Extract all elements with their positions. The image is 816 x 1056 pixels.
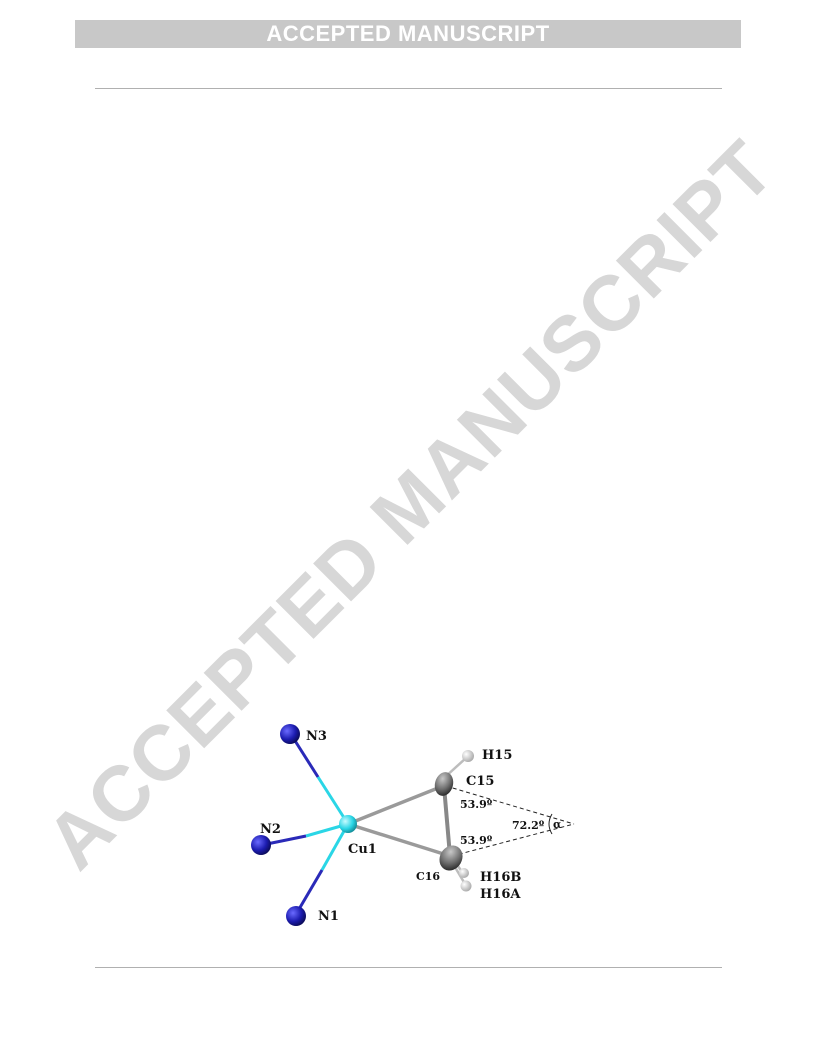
cu1-label: Cu1 xyxy=(348,842,377,857)
n2-atom xyxy=(251,835,271,855)
c15-label: C15 xyxy=(466,774,494,789)
n1-label: N1 xyxy=(318,909,339,924)
c15-c16-bond xyxy=(442,785,452,857)
footer-rule xyxy=(95,967,722,968)
dashed-line-bottom xyxy=(451,823,575,857)
angle-top-label: 53.9º xyxy=(460,798,493,811)
cu-c16-bond xyxy=(347,822,451,858)
cu-c15-bond xyxy=(347,784,444,826)
n3-label: N3 xyxy=(306,729,327,744)
alpha-angle-arc xyxy=(548,813,553,835)
n3-atom xyxy=(280,724,300,744)
c16-label: C16 xyxy=(416,870,440,883)
header-rule xyxy=(95,88,722,89)
h16a-atom xyxy=(460,880,472,892)
c15-atom xyxy=(434,772,454,796)
cu1-atom xyxy=(339,815,357,833)
molecule-diagram: N3 N2 N1 Cu1 H15 C15 C16 H16B H16A 53.9º… xyxy=(251,724,575,926)
dashed-line-top xyxy=(445,785,575,825)
n2-label: N2 xyxy=(260,822,281,837)
h16b-atom xyxy=(459,868,469,878)
accepted-manuscript-banner: ACCEPTED MANUSCRIPT xyxy=(75,20,741,48)
h15-label: H15 xyxy=(482,748,512,763)
banner-text: ACCEPTED MANUSCRIPT xyxy=(266,21,550,46)
cu-n3-bond xyxy=(290,735,350,825)
h16b-label: H16B xyxy=(480,870,521,885)
c16-atom xyxy=(439,845,463,871)
alpha-symbol: α xyxy=(553,818,562,831)
crystal-structure-figure: N3 N2 N1 Cu1 H15 C15 C16 H16B H16A 53.9º… xyxy=(230,710,590,940)
n1-atom xyxy=(286,906,306,926)
angle-apex-label: 72.2º xyxy=(512,819,545,832)
h16a-label: H16A xyxy=(480,887,521,902)
h15-atom xyxy=(462,750,474,762)
angle-bottom-label: 53.9º xyxy=(460,834,493,847)
